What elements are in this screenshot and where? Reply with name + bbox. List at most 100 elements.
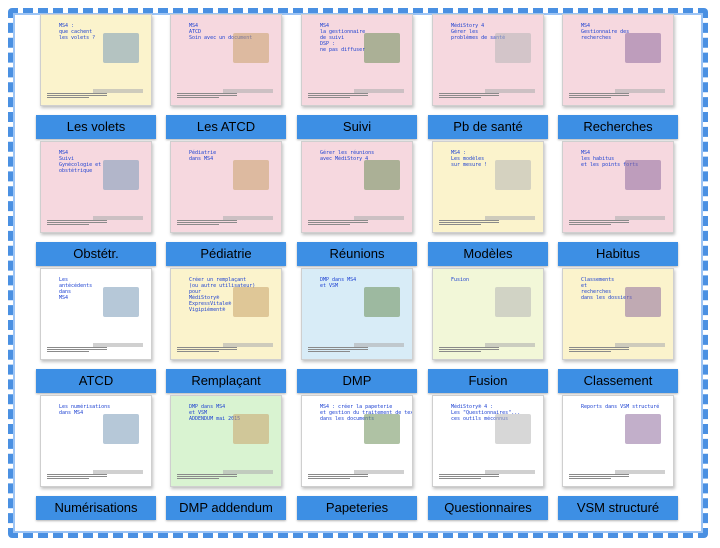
slide-label[interactable]: Pb de santé <box>428 115 548 139</box>
slide-thumbnail[interactable]: Classements et recherches dans les dossi… <box>562 268 674 360</box>
slide-card: Créer un remplaçant (ou autre utilisateu… <box>162 268 290 393</box>
slide-thumbnail[interactable]: DMP dans MS4 et VSM <box>301 268 413 360</box>
slide-title: Reports dans VSM structuré <box>581 404 660 410</box>
slide-thumbnail[interactable]: Pédiatrie dans MS4 <box>170 141 282 233</box>
slide-label[interactable]: Pédiatrie <box>166 242 286 266</box>
slide-card: MédiStory 4 Gérer les problèmes de santé… <box>424 14 552 139</box>
slide-thumbnail[interactable]: MS4 : créer la papeterie et gestion du t… <box>301 395 413 487</box>
slide-label[interactable]: Classement <box>558 369 678 393</box>
slide-footer <box>308 347 368 353</box>
slide-quote <box>93 470 143 474</box>
slide-illustration <box>625 287 661 317</box>
slide-thumbnail[interactable]: MS4 ATCD Soin avec un document <box>170 14 282 106</box>
slide-thumbnail[interactable]: Fusion <box>432 268 544 360</box>
slide-grid: MS4 : que cachent les volets ? Les volets… <box>32 14 692 534</box>
slide-footer <box>569 347 629 353</box>
slide-footer <box>47 347 107 353</box>
slide-thumbnail[interactable]: MédiStory® 4 : Les "Questionnaires"... c… <box>432 395 544 487</box>
slide-thumbnail[interactable]: MS4 la gestionnaire de suivi DSP : ne pa… <box>301 14 413 106</box>
slide-label[interactable]: Modèles <box>428 242 548 266</box>
slide-illustration <box>364 160 400 190</box>
slide-thumbnail[interactable]: MS4 Gestionnaire des recherches <box>562 14 674 106</box>
slide-quote <box>615 343 665 347</box>
slide-label[interactable]: VSM structuré <box>558 496 678 520</box>
slide-title: MS4 : Les modèles sur mesure ! <box>451 150 488 168</box>
slide-title: MS4 la gestionnaire de suivi DSP : ne pa… <box>320 23 366 53</box>
slide-quote <box>485 343 535 347</box>
slide-label[interactable]: DMP <box>297 369 417 393</box>
slide-quote <box>223 343 273 347</box>
slide-quote <box>223 89 273 93</box>
slide-label[interactable]: DMP addendum <box>166 496 286 520</box>
slide-label[interactable]: Questionnaires <box>428 496 548 520</box>
slide-label[interactable]: Remplaçant <box>166 369 286 393</box>
slide-thumbnail[interactable]: MédiStory 4 Gérer les problèmes de santé <box>432 14 544 106</box>
slide-label[interactable]: Papeteries <box>297 496 417 520</box>
slide-label[interactable]: Réunions <box>297 242 417 266</box>
slide-label[interactable]: Suivi <box>297 115 417 139</box>
slide-label[interactable]: ATCD <box>36 369 156 393</box>
slide-illustration <box>625 33 661 63</box>
slide-label[interactable]: Obstétr. <box>36 242 156 266</box>
slide-illustration <box>495 414 531 444</box>
slide-card: DMP dans MS4 et VSM ADDENDUM mai 2015DMP… <box>162 395 290 520</box>
slide-thumbnail[interactable]: Les numérisations dans MS4 <box>40 395 152 487</box>
slide-title: Gérer les réunions avec MédiStory 4 <box>320 150 375 162</box>
slide-label[interactable]: Les ATCD <box>166 115 286 139</box>
slide-quote <box>223 470 273 474</box>
slide-thumbnail[interactable]: MS4 les habitus et les points forts <box>562 141 674 233</box>
slide-illustration <box>103 33 139 63</box>
slide-title: Classements et recherches dans les dossi… <box>581 277 633 301</box>
slide-title: Pédiatrie dans MS4 <box>189 150 217 162</box>
slide-label[interactable]: Numérisations <box>36 496 156 520</box>
slide-illustration <box>625 414 661 444</box>
slide-quote <box>615 216 665 220</box>
slide-thumbnail[interactable]: Créer un remplaçant (ou autre utilisateu… <box>170 268 282 360</box>
slide-label[interactable]: Fusion <box>428 369 548 393</box>
slide-label[interactable]: Les volets <box>36 115 156 139</box>
slide-label[interactable]: Recherches <box>558 115 678 139</box>
slide-thumbnail[interactable]: MS4 : que cachent les volets ? <box>40 14 152 106</box>
slide-footer <box>47 474 107 480</box>
slide-label[interactable]: Habitus <box>558 242 678 266</box>
slide-footer <box>177 474 237 480</box>
slide-card: MS4 ATCD Soin avec un documentLes ATCD <box>162 14 290 139</box>
slide-title: Créer un remplaçant (ou autre utilisateu… <box>189 277 256 313</box>
slide-illustration <box>233 414 269 444</box>
slide-title: MS4 : que cachent les volets ? <box>59 23 96 41</box>
slide-thumbnail[interactable]: MS4 Suivi Gynécologie et obstétrique <box>40 141 152 233</box>
slide-illustration <box>103 287 139 317</box>
slide-footer <box>308 93 368 99</box>
slide-quote <box>615 470 665 474</box>
slide-thumbnail[interactable]: DMP dans MS4 et VSM ADDENDUM mai 2015 <box>170 395 282 487</box>
slide-illustration <box>233 287 269 317</box>
slide-quote <box>485 89 535 93</box>
slide-card: DMP dans MS4 et VSM DMP <box>293 268 421 393</box>
slide-illustration <box>495 33 531 63</box>
slide-footer <box>308 220 368 226</box>
slide-footer <box>569 220 629 226</box>
slide-quote <box>354 470 404 474</box>
slide-illustration <box>103 414 139 444</box>
slide-title: Les numérisations dans MS4 <box>59 404 111 416</box>
slide-title: Les antécédents dans MS4 <box>59 277 93 301</box>
slide-footer <box>569 474 629 480</box>
slide-card: MS4 les habitus et les points fortsHabit… <box>554 141 682 266</box>
slide-footer <box>308 474 368 480</box>
slide-title: MS4 Gestionnaire des recherches <box>581 23 630 41</box>
slide-footer <box>439 220 499 226</box>
slide-footer <box>439 93 499 99</box>
slide-quote <box>223 216 273 220</box>
slide-illustration <box>364 287 400 317</box>
slide-thumbnail[interactable]: Reports dans VSM structuré <box>562 395 674 487</box>
slide-illustration <box>625 160 661 190</box>
slide-illustration <box>364 414 400 444</box>
slide-quote <box>354 216 404 220</box>
slide-thumbnail[interactable]: Les antécédents dans MS4 <box>40 268 152 360</box>
slide-title: Fusion <box>451 277 470 283</box>
slide-thumbnail[interactable]: Gérer les réunions avec MédiStory 4 <box>301 141 413 233</box>
slide-thumbnail[interactable]: MS4 : Les modèles sur mesure ! <box>432 141 544 233</box>
